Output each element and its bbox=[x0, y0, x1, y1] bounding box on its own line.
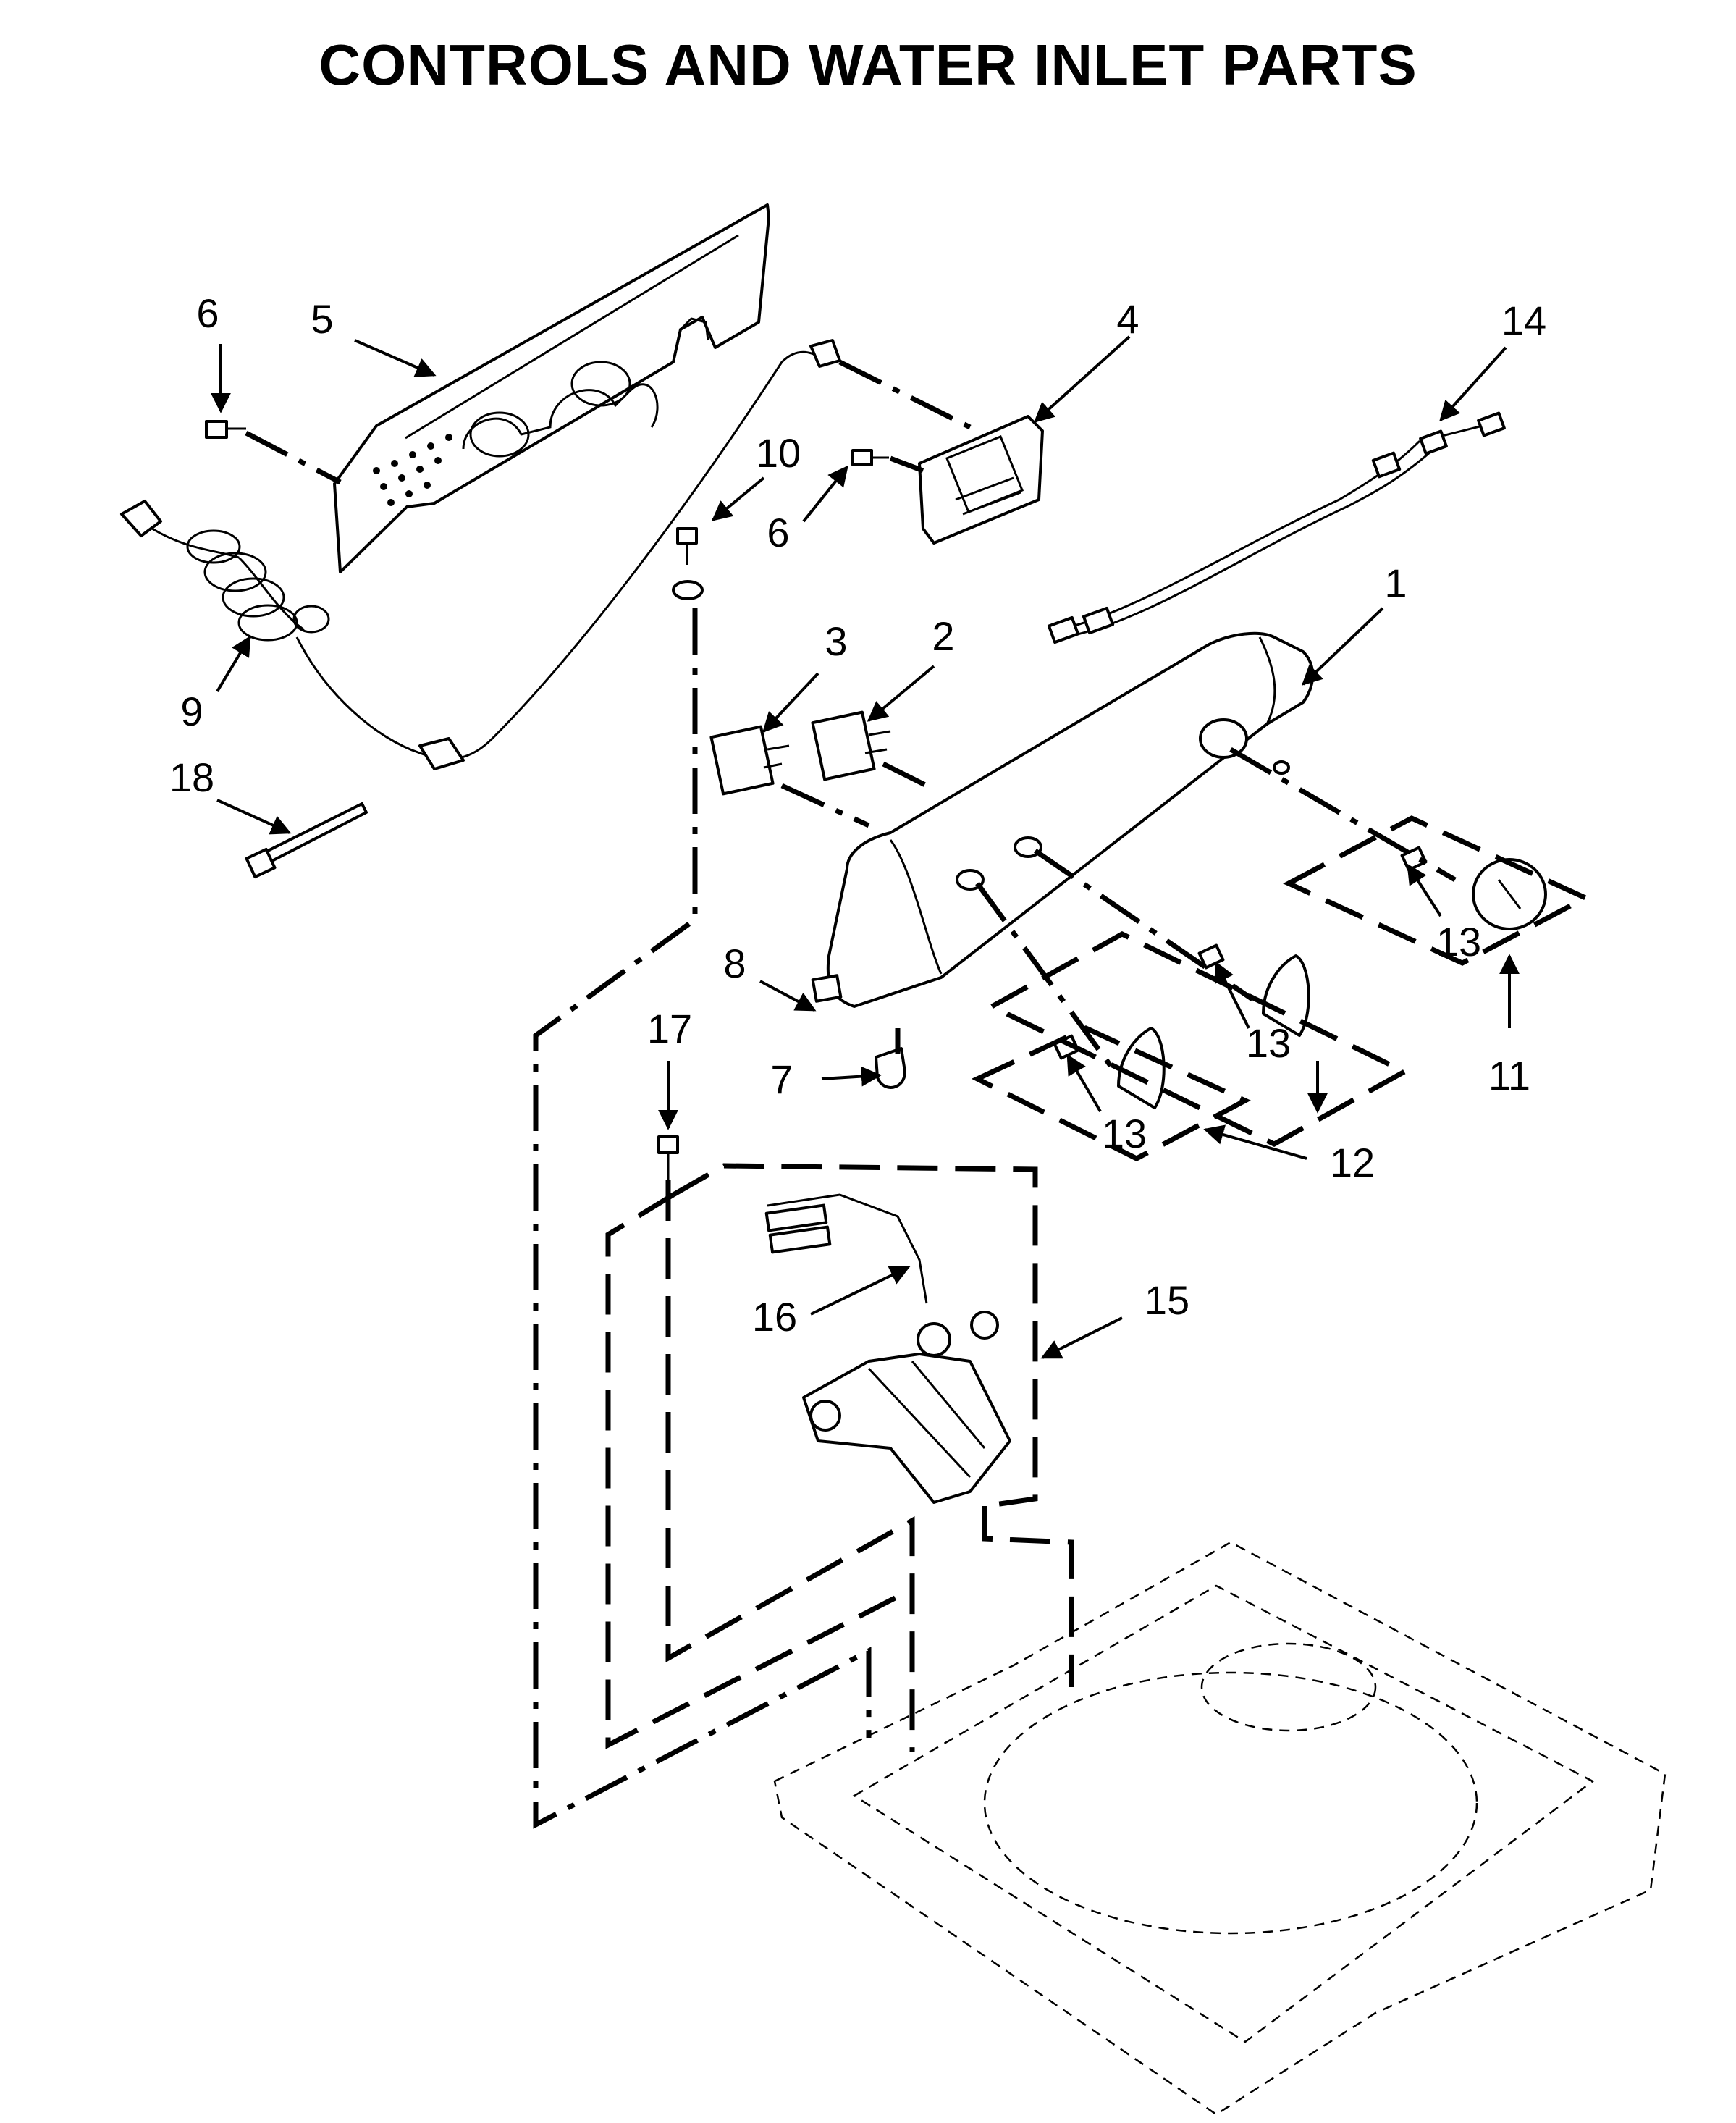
leader-arrows bbox=[211, 335, 1520, 1359]
clip-7 bbox=[875, 1047, 906, 1089]
guide-line-screw-17 bbox=[665, 1180, 915, 1752]
guide-line-ground bbox=[533, 608, 872, 1829]
callout-5: 5 bbox=[311, 296, 333, 342]
diagram-title: CONTROLS AND WATER INLET PARTS bbox=[319, 33, 1417, 97]
knob-group-box-12b bbox=[971, 1025, 1251, 1161]
guide-line-knob-mid bbox=[1034, 849, 1254, 1001]
callout-4: 4 bbox=[1116, 296, 1139, 342]
ground-screw bbox=[672, 527, 704, 600]
callout-10: 10 bbox=[756, 430, 801, 476]
guide-line-knob-bot bbox=[975, 881, 1117, 1074]
valve-group-box bbox=[672, 1163, 1038, 1509]
guide-line-switch-right bbox=[882, 761, 935, 792]
callout-13-top: 13 bbox=[1436, 919, 1481, 964]
guide-line-switch-left bbox=[780, 783, 870, 828]
callout-14: 14 bbox=[1501, 298, 1546, 343]
control-board bbox=[918, 415, 1044, 545]
power-cord bbox=[120, 339, 841, 770]
callout-2: 2 bbox=[932, 613, 954, 659]
callout-1: 1 bbox=[1384, 560, 1407, 606]
board-screw bbox=[851, 449, 889, 466]
inlet-screw bbox=[657, 1135, 679, 1180]
switch-right bbox=[811, 710, 891, 781]
switch-left bbox=[709, 725, 790, 796]
callout-9: 9 bbox=[180, 689, 203, 734]
panel-screw-left bbox=[205, 420, 246, 439]
water-valve bbox=[802, 1311, 1011, 1504]
callout-11: 11 bbox=[1488, 1053, 1530, 1098]
callout-17: 17 bbox=[647, 1006, 692, 1051]
cabinet-base-frame bbox=[773, 1541, 1667, 2116]
knob-group-box-11 bbox=[1283, 815, 1591, 966]
callout-16: 16 bbox=[752, 1294, 797, 1340]
control-panel-back bbox=[333, 203, 770, 573]
guide-line-board bbox=[838, 359, 972, 430]
callout-7: 7 bbox=[770, 1056, 793, 1102]
callout-13-bot: 13 bbox=[1102, 1111, 1147, 1156]
callout-8: 8 bbox=[723, 941, 746, 986]
wire-harness bbox=[1047, 411, 1506, 644]
callout-18: 18 bbox=[169, 754, 214, 800]
guide-line-valve-left bbox=[605, 1193, 906, 1749]
callout-labels: 6 5 4 14 10 6 1 3 2 9 18 8 13 17 7 13 11… bbox=[169, 290, 1546, 1340]
callout-3: 3 bbox=[825, 618, 847, 664]
console bbox=[826, 631, 1315, 1008]
guide-line-panel-screw bbox=[245, 430, 342, 485]
callout-6-left: 6 bbox=[196, 290, 219, 336]
guide-line-knob-top bbox=[1229, 747, 1457, 883]
clip-8 bbox=[811, 974, 843, 1003]
knob-middle bbox=[1197, 943, 1310, 1037]
valve-wiring bbox=[764, 1193, 928, 1304]
callout-6-board: 6 bbox=[767, 510, 789, 555]
callout-13-mid: 13 bbox=[1246, 1020, 1291, 1066]
guide-line-board-screw bbox=[889, 455, 924, 474]
callout-12: 12 bbox=[1330, 1140, 1375, 1185]
callout-15: 15 bbox=[1145, 1277, 1189, 1323]
guide-line-valve-down bbox=[982, 1506, 1074, 1687]
cable-tie bbox=[245, 802, 368, 879]
knob-group-box-12 bbox=[986, 931, 1410, 1147]
